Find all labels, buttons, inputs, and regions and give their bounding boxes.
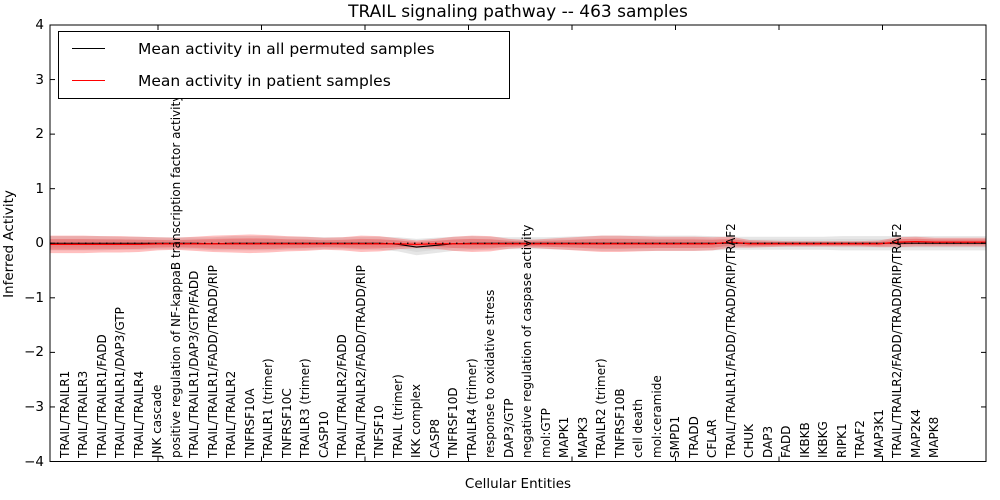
x-category-label: JNK cascade [150, 384, 164, 458]
x-category-label: TRAIL/TRAILR1/FADD [94, 334, 109, 458]
x-category-label: IKBKB [797, 422, 812, 458]
x-category-label: TRAILR3 (trimer) [298, 358, 312, 458]
y-tick-label: −2 [24, 344, 44, 361]
x-category-label: CFLAR [705, 419, 719, 458]
x-category-label: DAP3 [760, 425, 775, 458]
y-tick-label: 4 [35, 17, 44, 33]
x-category-label: negative regulation of caspase activity [520, 224, 534, 458]
x-category-label: TRAIL/TRAILR2/FADD/TRADD/RIP [353, 265, 368, 458]
x-category-label: TNFRSF10B [612, 388, 627, 458]
x-category-label: TRAIL/TRAILR1/DAP3/GTP/FADD [187, 270, 201, 458]
y-tick-label: 3 [35, 71, 44, 88]
x-category-label: IKBKG [816, 421, 830, 458]
x-category-label: TRAIL/TRAILR1/FADD/TRADD/RIP [205, 265, 220, 458]
x-category-label: TNFRSF10D [446, 387, 460, 458]
x-category-label: CASP10 [316, 411, 331, 458]
x-category-label: TNFRSF10C [279, 388, 294, 458]
legend-item: Mean activity in patient samples [59, 65, 509, 96]
x-category-label: mol:ceramide [649, 375, 664, 458]
permuted-std-band-inner [50, 238, 986, 252]
x-category-label: TRAILR2 (trimer) [594, 358, 608, 458]
x-category-label: SMPD1 [668, 415, 682, 458]
y-tick-label: 1 [35, 180, 44, 197]
x-category-label: RIPK1 [834, 423, 849, 458]
x-category-label: response to oxidative stress [483, 289, 497, 458]
x-category-label: TRAILR1 (trimer) [261, 358, 275, 458]
x-category-label: TRAIL/TRAILR1/DAP3/GTP [113, 307, 127, 458]
x-category-label: MAP3K1 [871, 409, 886, 458]
x-category-label: IKK complex [409, 384, 423, 458]
x-category-label: TRAIL/TRAILR3 [76, 370, 90, 458]
x-category-label: CASP8 [427, 418, 442, 458]
y-tick-label: 2 [35, 126, 44, 143]
x-category-label: TRAIL (trimer) [390, 374, 405, 458]
x-category-label: TRAF2 [853, 420, 867, 458]
x-category-label: TNFSF10 [372, 405, 386, 458]
x-category-label: cell death [631, 398, 645, 458]
permuted-std-band-outer [50, 235, 986, 256]
x-axis-label: Cellular Entities [464, 476, 572, 492]
legend: Mean activity in all permuted samples Me… [58, 31, 510, 99]
legend-line-black-icon [72, 48, 105, 49]
x-category-label: mol:GTP [538, 408, 553, 458]
y-tick-label: 0 [35, 235, 44, 252]
x-category-label: MAPK8 [927, 416, 941, 458]
x-category-label: TNFRSF10A [242, 388, 257, 458]
x-category-label: CHUK [742, 423, 756, 458]
x-category-label: TRAIL/TRAILR4 [131, 370, 146, 458]
chart-title: TRAIL signaling pathway -- 463 samples [348, 2, 688, 22]
y-tick-label: −4 [24, 453, 44, 470]
x-category-label: TRAIL/TRAILR2/FADD [335, 334, 349, 458]
x-category-label: TRAIL/TRAILR2 [224, 370, 238, 458]
y-tick-label: −3 [24, 398, 44, 415]
x-category-label: TRADD [686, 416, 701, 458]
x-category-label: MAPK3 [575, 416, 590, 458]
legend-label: Mean activity in patient samples [138, 71, 391, 90]
legend-label: Mean activity in all permuted samples [138, 39, 435, 58]
x-category-label: MAP2K4 [908, 409, 923, 458]
x-category-label: DAP3/GTP [501, 398, 516, 458]
y-tick-label: −1 [24, 289, 44, 306]
x-category-label: positive regulation of NF-kappaB transcr… [168, 94, 183, 458]
x-category-label: TRAIL/TRAILR1/FADD/TRADD/RIP/TRAF2 [723, 223, 738, 458]
x-category-label: TRAIL/TRAILR1 [57, 370, 72, 458]
x-category-label: TRAILR4 (trimer) [464, 358, 479, 458]
legend-item: Mean activity in all permuted samples [59, 33, 509, 64]
x-category-label: MAPK1 [557, 416, 571, 458]
x-category-label: TRAIL/TRAILR2/FADD/TRADD/RIP/TRAF2 [890, 223, 904, 458]
x-category-label: FADD [779, 425, 793, 459]
legend-line-red-icon [72, 80, 105, 81]
